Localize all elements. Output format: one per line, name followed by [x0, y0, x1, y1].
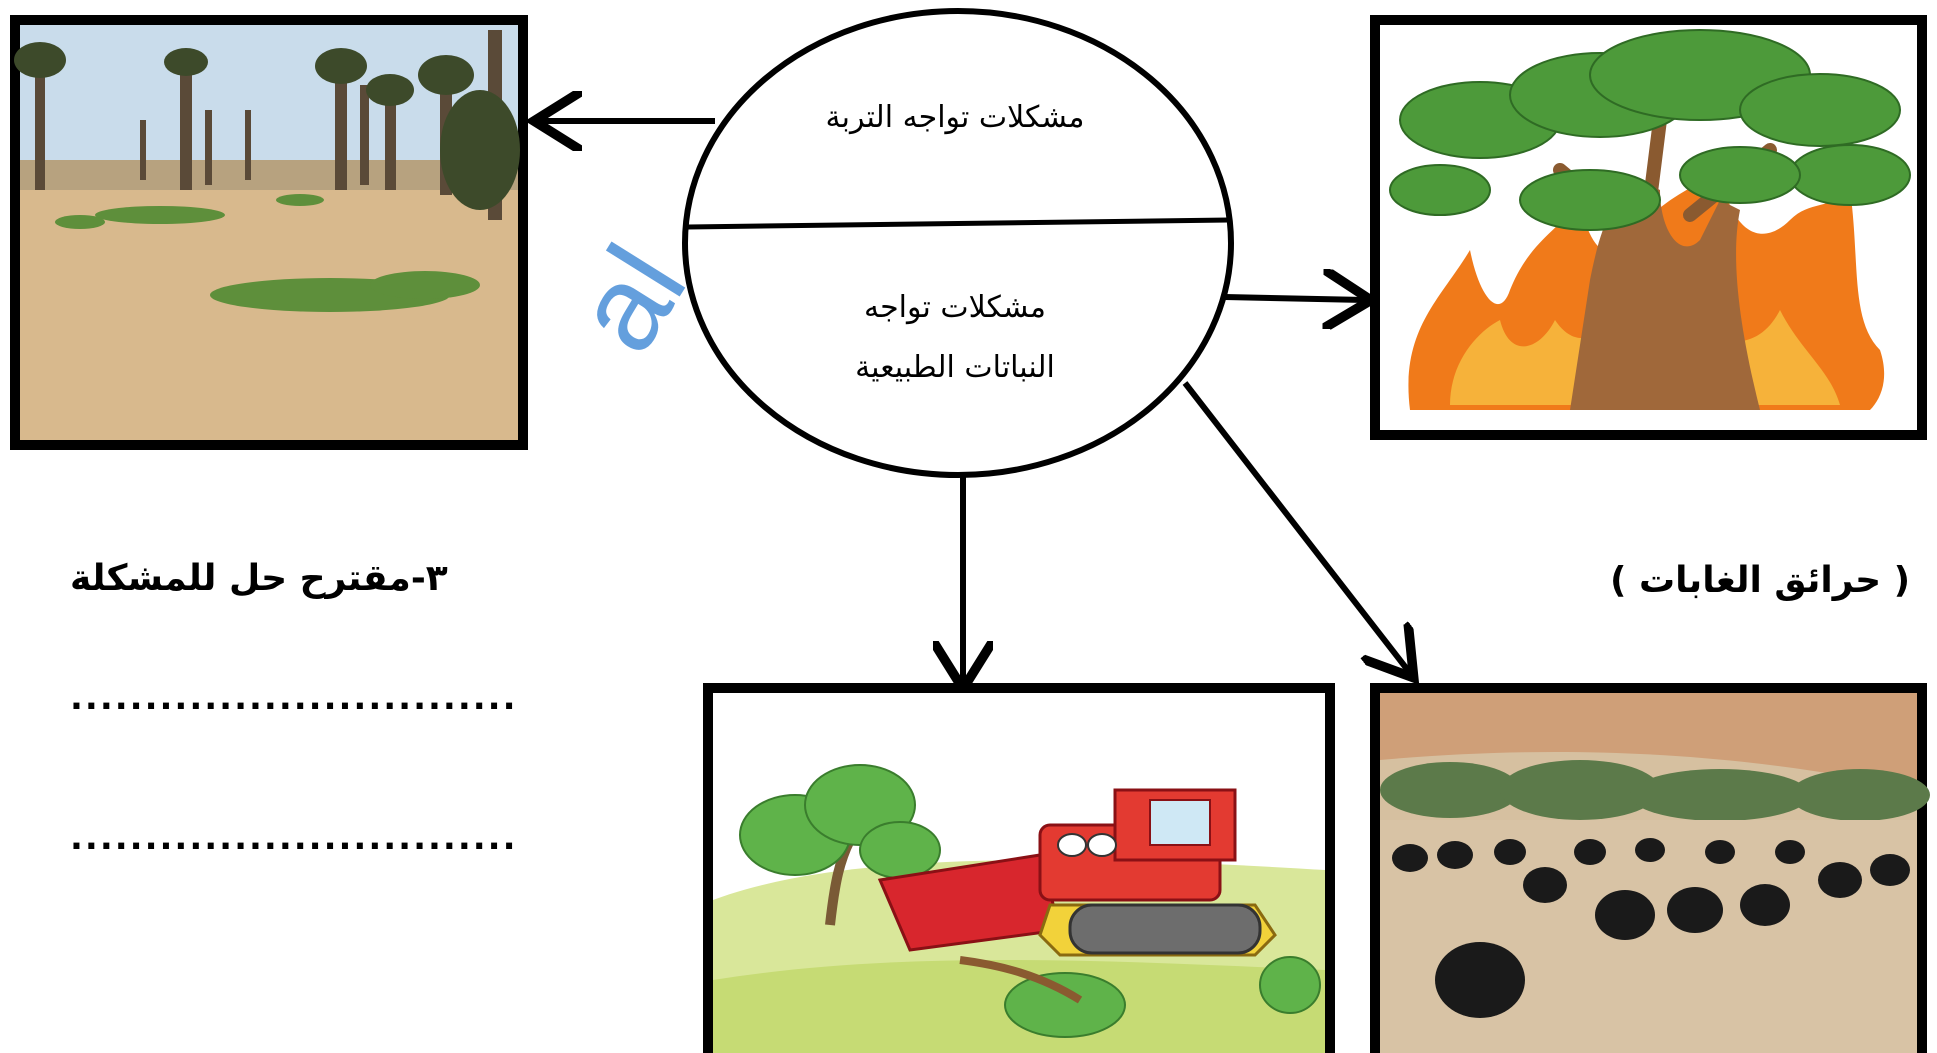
- central-circle: [682, 8, 1234, 478]
- goats-grazing-photo: [1370, 683, 1930, 1053]
- arrow-to-goats-photo: [1182, 381, 1410, 673]
- circle-divider: [687, 217, 1230, 230]
- burning-tree-picture: [1370, 15, 1927, 440]
- answer-line-2[interactable]: ..............................: [70, 818, 518, 858]
- arrow-to-fire-picture: [1224, 297, 1365, 300]
- bulldozer-tree-picture: [703, 683, 1335, 1053]
- plant-problems-label-line2: النباتات الطبيعية: [855, 350, 1055, 385]
- answer-line-1[interactable]: ..............................: [70, 678, 518, 718]
- solution-heading: ٣-مقترح حل للمشكلة: [70, 558, 448, 599]
- soil-problems-label: مشكلات تواجه التربة: [825, 100, 1085, 135]
- desert-palms-photo: [10, 15, 528, 450]
- plant-problems-label-line1: مشكلات تواجه: [864, 290, 1046, 325]
- forest-fires-label: ( حرائق الغابات ): [1610, 560, 1911, 601]
